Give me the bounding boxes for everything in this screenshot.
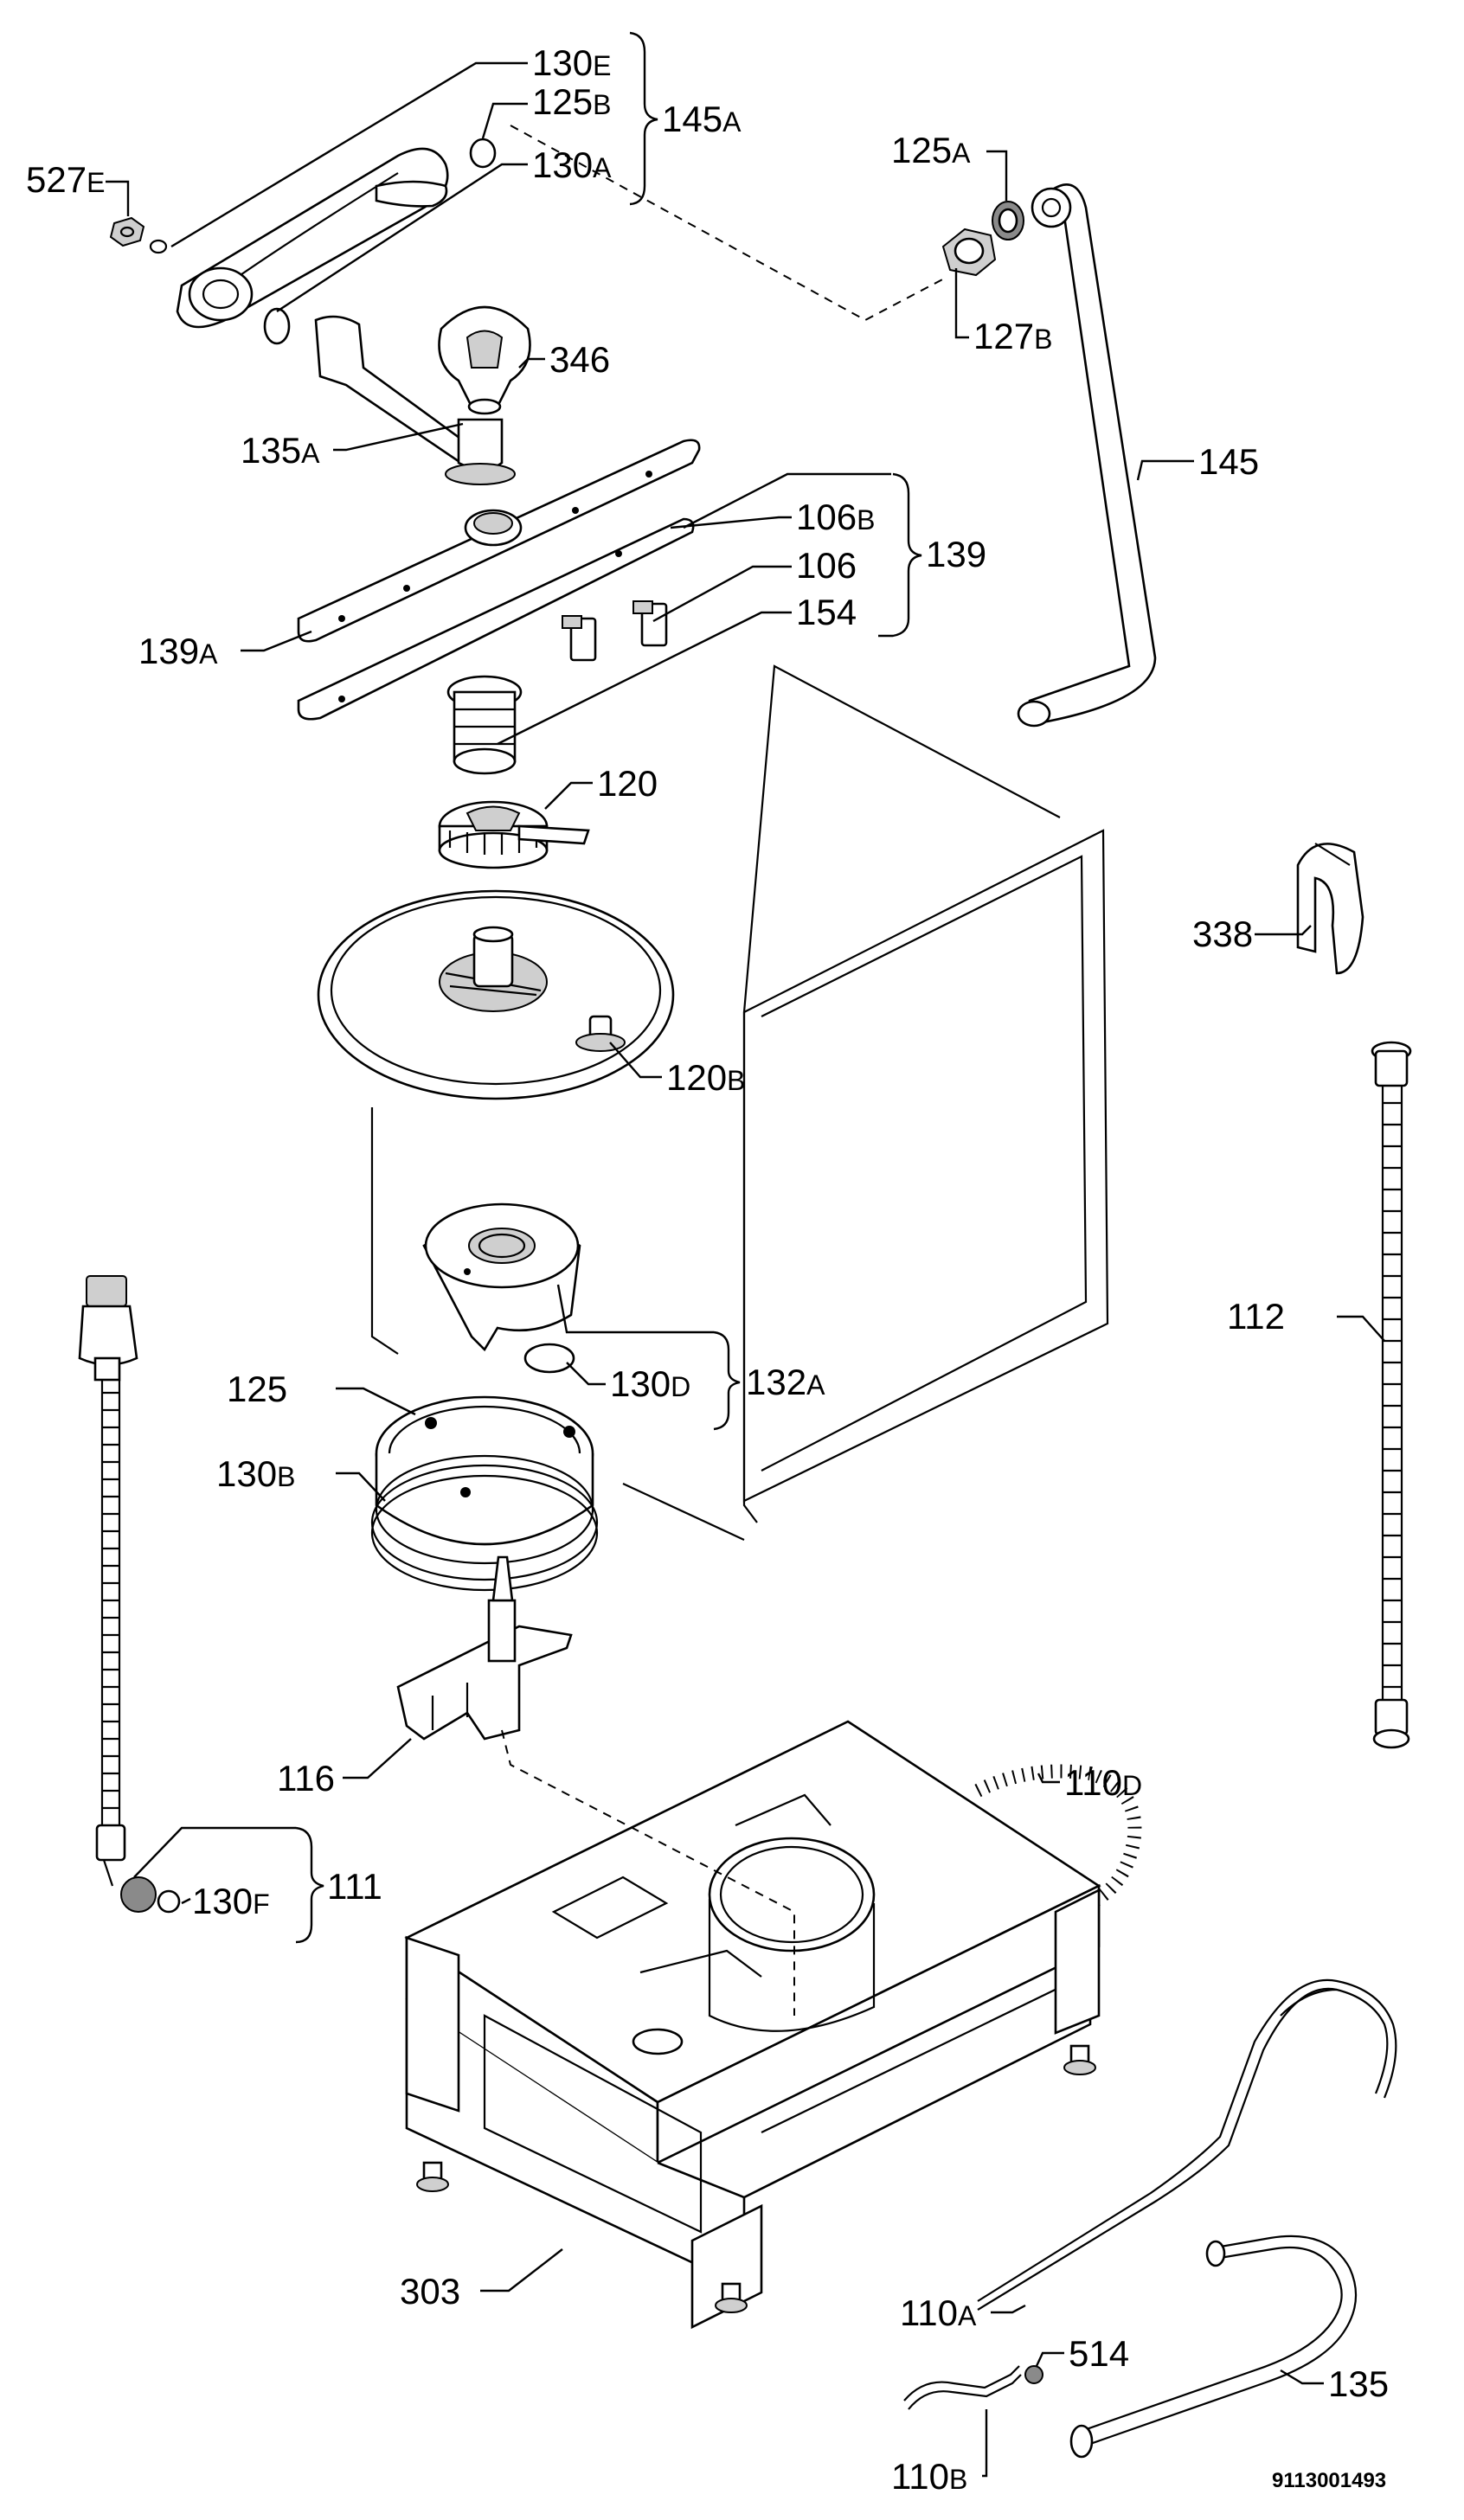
dishwasher-tub-outline <box>370 664 1109 1541</box>
callout-112: 112 <box>1227 1296 1285 1337</box>
fitting-514-part <box>1024 2365 1043 2384</box>
pipe-145-part <box>1017 183 1157 728</box>
callout-130b: 130B <box>216 1453 295 1494</box>
callout-132a: 132A <box>746 1362 825 1402</box>
callout-130a: 130A <box>532 144 612 185</box>
callout-338: 338 <box>1192 914 1253 954</box>
sump-filter-132a-part <box>422 1202 581 1352</box>
hose-connector-116-part <box>396 1555 573 1741</box>
hose-110d-part <box>974 1764 1142 1910</box>
spray-arm-holder-346-part <box>438 305 531 415</box>
dashed-assembly-line <box>501 1729 795 2016</box>
rod-110a-part <box>977 1978 1397 2311</box>
spray-arm-bearing-154-part <box>446 675 523 775</box>
callout-135: 135 <box>1328 2363 1389 2404</box>
sump-ring-125-part <box>375 1395 594 1565</box>
callout-130f: 130F <box>192 1881 270 1921</box>
seal-ring-130a-part <box>263 307 291 345</box>
tube-110b-part <box>903 2365 1022 2410</box>
inlet-hose-112-part <box>1371 1041 1412 1749</box>
callout-110a: 110A <box>900 2292 977 2333</box>
document-number: 9113001493 <box>1272 2469 1386 2492</box>
seal-130b-part <box>370 1464 599 1592</box>
callout-125: 125 <box>227 1369 287 1409</box>
spray-arm-nut-120-part <box>438 800 590 869</box>
callout-120: 120 <box>597 763 658 804</box>
nut-527e-part <box>109 216 145 247</box>
callout-139: 139 <box>926 534 986 574</box>
pipe-135-part <box>1069 2235 1358 2459</box>
seal-ring-125b-part <box>469 138 497 169</box>
callout-130d: 130D <box>610 1363 690 1404</box>
clip-106-part <box>562 600 668 662</box>
callout-154: 154 <box>796 592 857 632</box>
callout-106b: 106B <box>796 497 875 537</box>
callout-346: 346 <box>549 339 610 380</box>
nut-127b-part <box>941 228 997 277</box>
callout-130e: 130E <box>532 42 611 83</box>
callout-514: 514 <box>1069 2333 1129 2374</box>
callout-145a: 145A <box>662 99 742 139</box>
callout-106: 106 <box>796 545 857 586</box>
callout-127b: 127B <box>973 316 1052 356</box>
callout-125b: 125B <box>532 81 611 122</box>
callout-125a: 125A <box>891 130 971 170</box>
callout-303: 303 <box>400 2271 460 2312</box>
seal-125a-part <box>992 201 1024 240</box>
callout-110b: 110B <box>891 2456 967 2497</box>
base-frame-303-part <box>404 1720 1101 2330</box>
upper-spray-arm-part <box>176 147 449 329</box>
callout-527e: 527E <box>26 159 105 200</box>
lower-spray-arm-139-part <box>297 517 695 721</box>
callout-139a: 139A <box>138 631 218 671</box>
hose-clip-338-part <box>1296 843 1364 975</box>
callout-120b: 120B <box>666 1057 745 1098</box>
callout-135a: 135A <box>241 430 320 471</box>
callout-111: 111 <box>327 1866 382 1907</box>
callout-145: 145 <box>1198 441 1259 482</box>
leader-lines <box>106 31 1385 2478</box>
ring-130e-part <box>149 239 168 254</box>
inlet-hose-111-part <box>78 1275 181 1914</box>
callout-116: 116 <box>277 1758 335 1799</box>
seal-130d-part <box>523 1343 575 1374</box>
filter-plate-120b-part <box>317 889 675 1100</box>
callout-110d: 110D <box>1064 1762 1142 1803</box>
rod-110a-hook <box>1280 1988 1338 2017</box>
lower-spray-arm-139a-part <box>297 439 701 643</box>
